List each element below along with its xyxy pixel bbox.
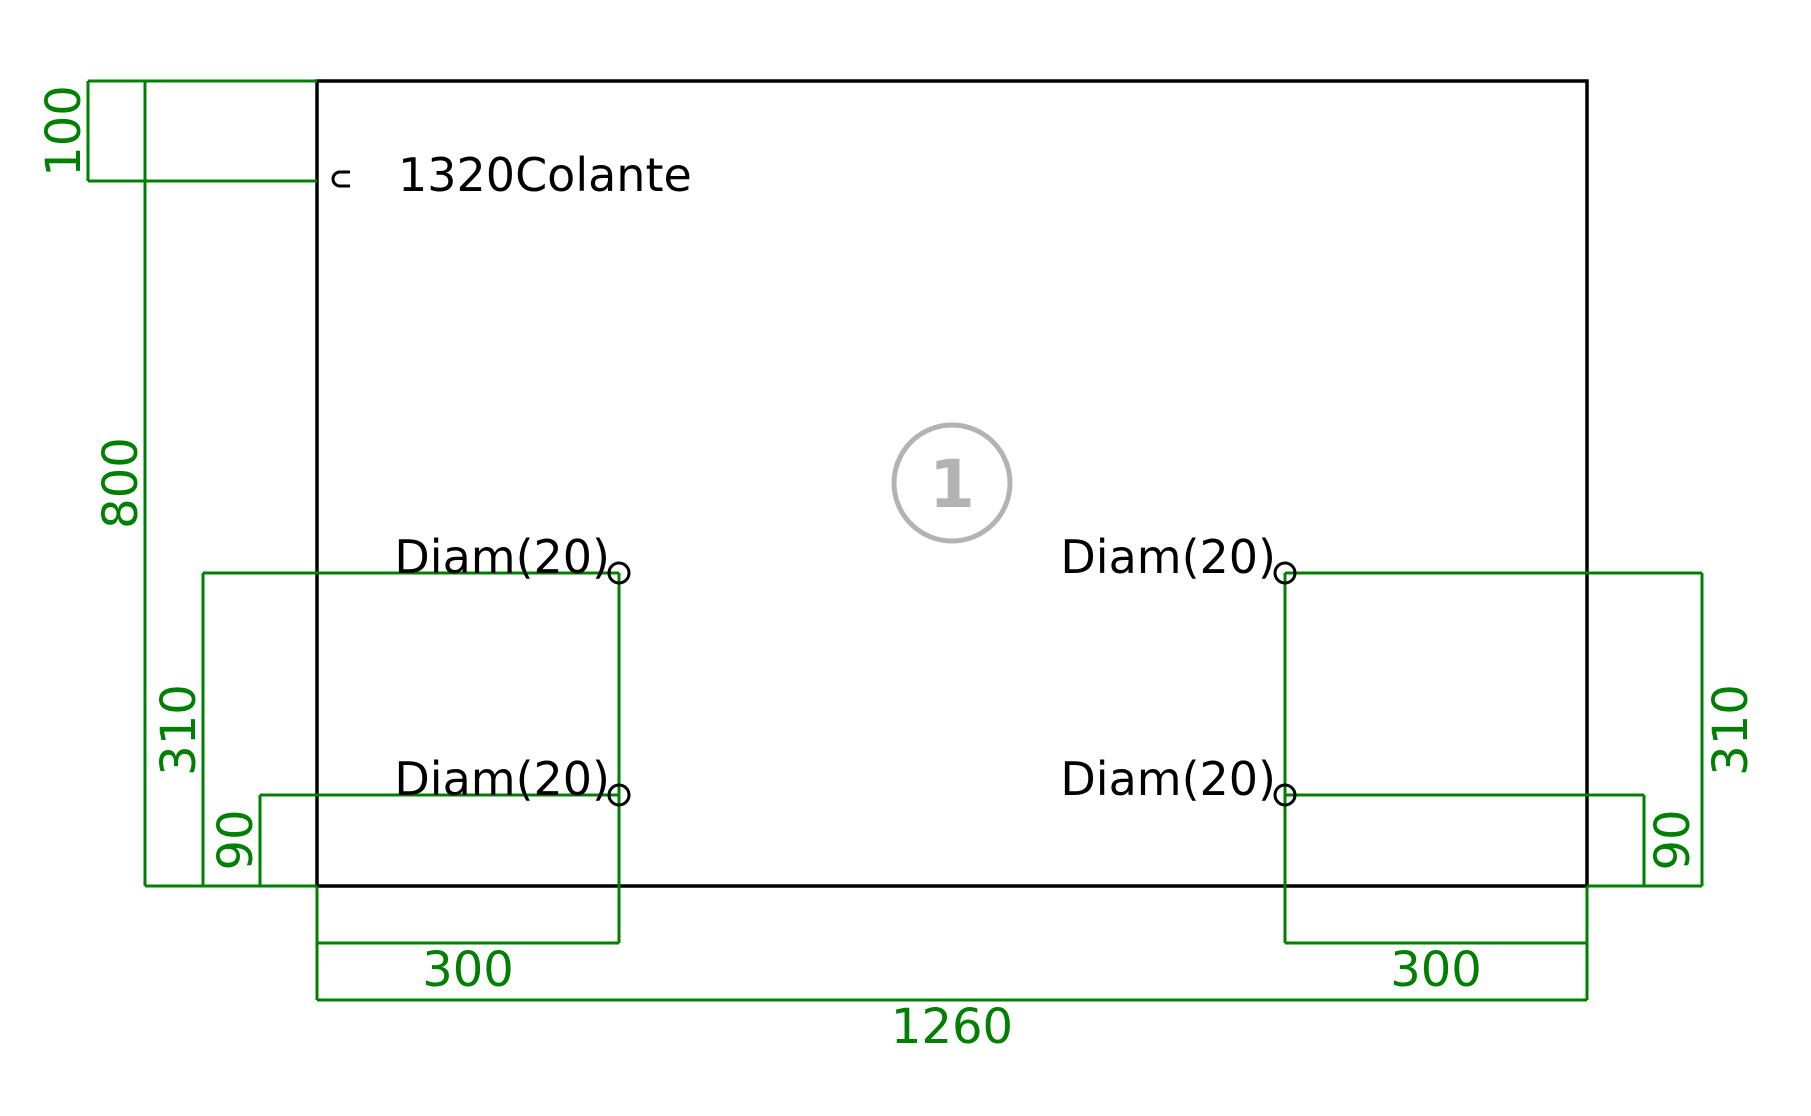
dimension-edge-offset-value: 100 <box>36 85 92 177</box>
hole-label: Diam(20) <box>394 752 610 806</box>
dimension-right-hole-upper-value: 310 <box>1703 684 1759 776</box>
dimension-left-hole-x: 300 <box>315 573 621 998</box>
hole-label: Diam(20) <box>394 530 610 584</box>
panel-number-badge: 1 <box>891 422 1013 544</box>
hole-marker <box>1273 783 1297 807</box>
dimension-left-hole-upper-value: 310 <box>151 684 207 776</box>
badge-number: 1 <box>929 446 975 523</box>
dimension-left-hole-upper: 310 <box>151 571 619 886</box>
dimension-right-hole-lower: 90 <box>1285 793 1701 886</box>
dimension-right-hole-x: 300 <box>1283 573 1589 998</box>
dimension-left-hole-x-value: 300 <box>422 942 514 998</box>
dimension-left-hole-lower-value: 90 <box>208 809 264 870</box>
edge-band-label: 1320Colante <box>398 148 692 202</box>
dimension-right-hole-lower-value: 90 <box>1645 809 1701 870</box>
dimension-width-total-value: 1260 <box>891 999 1013 1055</box>
hole-bottom-right: Diam(20) <box>1060 752 1297 807</box>
hole-marker <box>1273 561 1297 585</box>
dimension-height-total: 800 <box>93 81 317 888</box>
dimension-height-total-value: 800 <box>93 437 149 529</box>
hole-bottom-left: Diam(20) <box>394 752 631 807</box>
hole-top-left: Diam(20) <box>394 530 631 585</box>
panel-outline <box>315 79 1589 888</box>
hole-label: Diam(20) <box>1060 530 1276 584</box>
hole-marker <box>607 561 631 585</box>
dimension-width-total: 1260 <box>315 943 1589 1055</box>
dimension-left-hole-lower: 90 <box>208 793 619 886</box>
hole-marker <box>607 783 631 807</box>
hole-label: Diam(20) <box>1060 752 1276 806</box>
edge-band-icon <box>331 170 350 188</box>
badge-circle <box>891 422 1013 544</box>
hole-top-right: Diam(20) <box>1060 530 1297 585</box>
dimension-edge-offset: 100 <box>36 79 317 183</box>
dimension-right-hole-x-value: 300 <box>1390 942 1482 998</box>
